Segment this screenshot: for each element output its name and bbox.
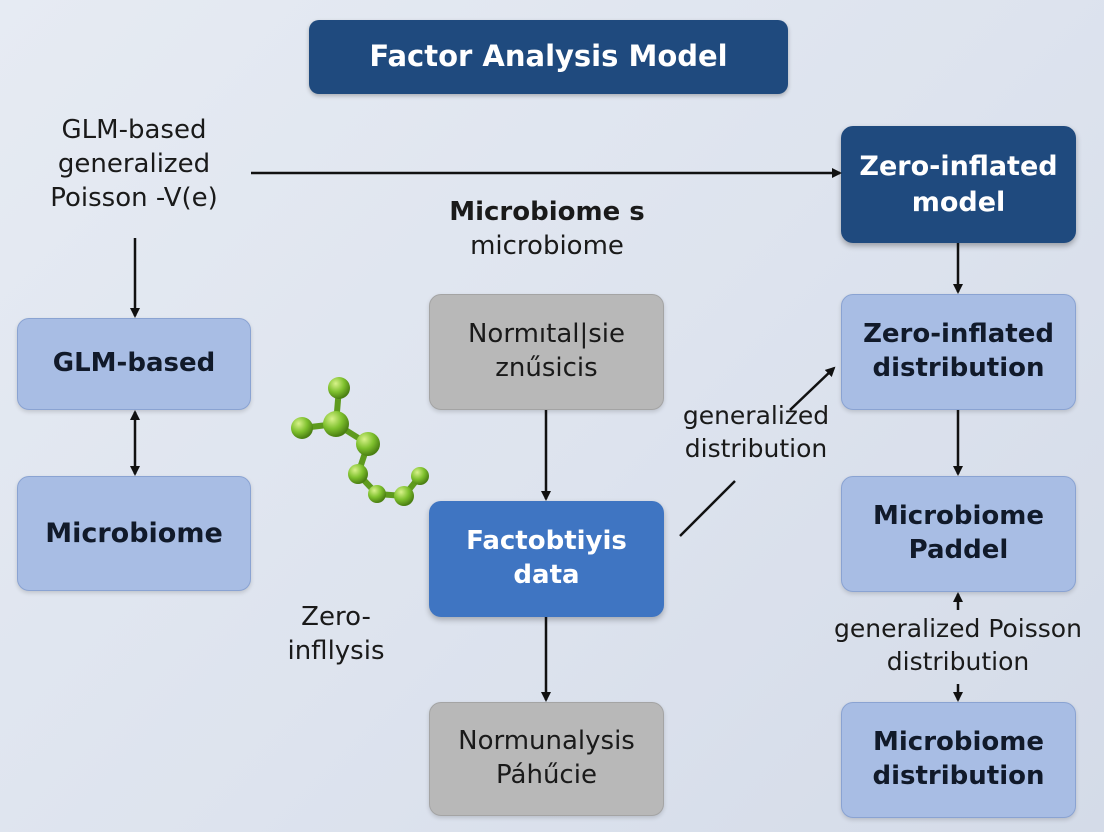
- glm-poisson-text: GLM-based generalized Poisson -V(е): [50, 115, 218, 213]
- microbiome-heading: Microbiome s microbiome: [449, 197, 645, 261]
- glm-based-box: GLM-based: [17, 318, 251, 410]
- arrow-data-to-zero-distribution: [679, 480, 736, 537]
- arrow-diagonal-upper: [789, 366, 836, 411]
- diagram-title: Factor Analysis Model: [309, 20, 788, 94]
- generalized-distribution-label: generalized distribution: [682, 401, 830, 463]
- factobtiyis-data-box: Factobtiyis data: [429, 501, 664, 617]
- microbiome-distribution-box: Microbiome distribution: [841, 702, 1076, 818]
- zero-inflated-model-box: Zero-inflated model: [841, 126, 1076, 243]
- microbiome-box: Microbiome: [17, 476, 251, 591]
- zero-infllysis-text: Zero- infllysis: [287, 602, 385, 666]
- generalized-poisson-label: generalized Poisson distribution: [834, 614, 1082, 676]
- normunalysis-box: Normunalysis Páhűcie: [429, 702, 664, 816]
- zero-inflated-distribution-box: Zero-inflated distribution: [841, 294, 1076, 410]
- molecule-icon: [291, 377, 429, 506]
- microbiome-paddel-box: Microbiome Paddel: [841, 476, 1076, 592]
- normital-box: Normıtal|sie znűsicis: [429, 294, 664, 410]
